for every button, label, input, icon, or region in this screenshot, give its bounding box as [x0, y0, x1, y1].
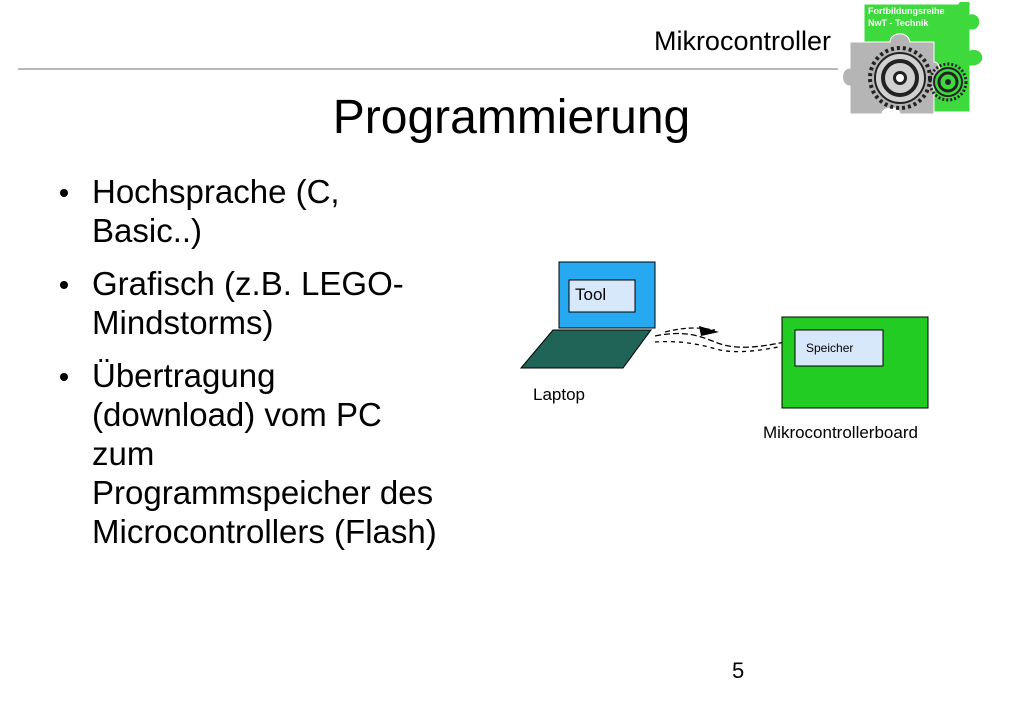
puzzle-gear-logo: Fortbildungsreihe NwT - Technik — [842, 2, 984, 115]
bullet-dot — [60, 189, 68, 197]
slide-number: 5 — [732, 658, 745, 683]
bullet-line: Basic..) — [92, 212, 203, 249]
memory-label: Speicher — [806, 341, 853, 355]
laptop-keyboard — [519, 329, 652, 369]
bullet-line: (download) vom PC — [92, 396, 382, 433]
board-label: Mikrocontrollerboard — [763, 423, 918, 442]
tool-label: Tool — [575, 285, 606, 304]
header-rule — [18, 68, 838, 70]
laptop-label: Laptop — [533, 385, 585, 404]
bullet-dot — [60, 373, 68, 381]
logo-text-line1: Fortbildungsreihe — [868, 6, 945, 16]
page-title: Programmierung — [332, 91, 691, 144]
bullet-line: Programmspeicher des — [92, 474, 434, 511]
bullet-item: Übertragung (download) vom PC zum Progra… — [60, 356, 520, 551]
bullet-dot — [60, 281, 68, 289]
bullet-line: zum — [92, 435, 155, 472]
bullet-item: Grafisch (z.B. LEGO- Mindstorms) — [60, 264, 520, 342]
bullet-list: Hochsprache (C, Basic..) Grafisch (z.B. … — [60, 172, 520, 565]
tool-window — [568, 279, 636, 313]
bullet-line: Hochsprache (C, — [92, 173, 340, 210]
bullet-line: Grafisch (z.B. LEGO- — [92, 265, 404, 302]
header-title: Mikrocontroller — [653, 26, 831, 56]
bullet-line: Übertragung — [92, 357, 276, 394]
bullet-item: Hochsprache (C, Basic..) — [60, 172, 520, 250]
logo-text-line2: NwT - Technik — [868, 18, 929, 28]
bullet-line: Mindstorms) — [92, 304, 274, 341]
small-gear-icon — [928, 62, 968, 102]
memory-chip — [794, 329, 884, 367]
transfer-arrow-icon — [654, 326, 794, 353]
bullet-line: Microcontrollers (Flash) — [92, 513, 437, 550]
download-diagram: Tool Laptop Speicher Mikrocontrollerboar… — [519, 261, 929, 442]
